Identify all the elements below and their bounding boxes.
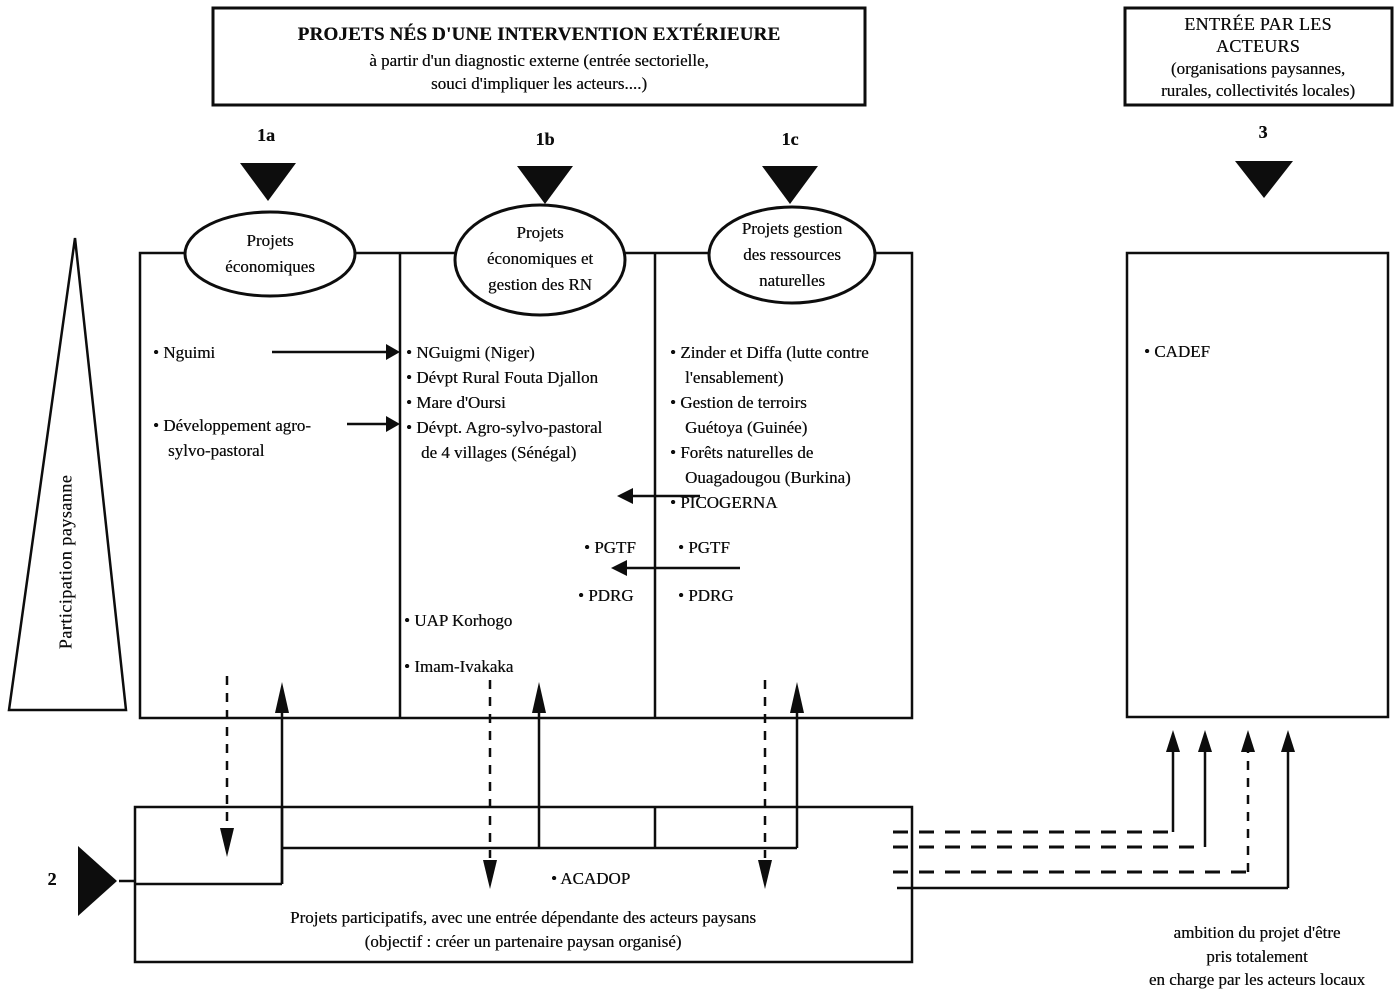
list-item: Développement agro-sylvo-pastoral: [153, 413, 325, 463]
ellipse-2-label: Projets économiques et gestion des RN: [487, 220, 593, 298]
bottom-box-line1: Projets participatifs, avec une entrée d…: [290, 908, 756, 927]
triangle-right-2-icon: [78, 846, 117, 916]
ellipse-projets-economiques: [183, 210, 357, 298]
marker-1b: 1b: [535, 129, 555, 149]
marker-2: 2: [47, 869, 57, 889]
list-item: NGuigmi (Niger): [406, 340, 622, 365]
col2-item-uap: UAP Korhogo: [404, 608, 512, 633]
list-item: PICOGERNA: [670, 490, 910, 515]
connector-2-head: [1198, 730, 1212, 752]
intervention-subtitle-2: souci d'impliquer les acteurs....): [431, 74, 647, 93]
participation-triangle: [7, 237, 128, 712]
connector-4-head: [1281, 730, 1295, 752]
actors-box-line2: ACTEURS: [1215, 36, 1301, 56]
actors-box-line4: rurales, collectivités locales): [1161, 81, 1355, 100]
triangle-down-3-icon: [1235, 161, 1293, 198]
connector-1-head: [1166, 730, 1180, 752]
ellipse-2-line2: économiques et: [486, 249, 594, 268]
marker-3: 3: [1258, 122, 1268, 142]
solid-up-col3-head: [790, 682, 804, 713]
triangle-down-1c-icon: [762, 166, 818, 204]
caption-line3: en charge par les acteurs locaux: [1148, 970, 1366, 989]
col3-item-pdrg: PDRG: [678, 583, 733, 608]
col1-item-nguimi: Nguimi: [153, 340, 215, 365]
intervention-title: PROJETS NÉS D'UNE INTERVENTION EXTÉRIEUR…: [297, 24, 781, 45]
ellipse-1-line1: Projets: [246, 231, 294, 250]
col2-item-pdrg: PDRG: [578, 583, 633, 608]
marker-1a: 1a: [257, 125, 275, 145]
ellipse-2-line3: gestion des RN: [488, 275, 592, 294]
dashed-down-col1-head: [220, 828, 234, 857]
list-item: Dévpt. Agro-sylvo-pastoral de 4 villages…: [406, 415, 622, 465]
ellipse-3-line2: des ressources: [743, 245, 841, 264]
triangle-down-1a-icon: [240, 163, 296, 201]
actors-box-line3: (organisations paysannes,: [1170, 59, 1346, 78]
arrow-nguimi-head: [386, 344, 400, 360]
dashed-down-col3-head: [758, 860, 772, 889]
solid-up-col1-head: [275, 682, 289, 713]
triangle-down-1b-icon: [517, 166, 573, 204]
actors-column-border: [1125, 251, 1390, 719]
intervention-subtitle-1: à partir d'un diagnostic externe (entrée…: [369, 51, 709, 70]
bottom-box-line2: (objectif : créer un partenaire paysan o…: [364, 932, 682, 951]
list-item: Gestion de terroirs Guétoya (Guinée): [670, 390, 863, 440]
ellipse-projets-economiques-rn: [453, 203, 627, 317]
col3-item-pgtf: PGTF: [678, 535, 730, 560]
connector-3-head: [1241, 730, 1255, 752]
col2-top-list: NGuigmi (Niger) Dévpt Rural Fouta Djallo…: [406, 340, 622, 465]
col1-item-dev-agro: Développement agro-sylvo-pastoral: [153, 413, 325, 463]
actors-box-line1: ENTRÉE PAR LES: [1184, 14, 1332, 34]
ellipse-3-line1: Projets gestion: [741, 219, 843, 238]
list-item: Dévpt Rural Fouta Djallon: [406, 365, 622, 390]
ellipse-3-label: Projets gestion des ressources naturelle…: [742, 216, 843, 294]
col3-top-list: Zinder et Diffa (lutte contre l'ensablem…: [670, 340, 910, 515]
caption-line2: pris totalement: [1206, 947, 1308, 966]
col2-item-pgtf: PGTF: [584, 535, 636, 560]
arrow-picogerna-head: [617, 488, 633, 504]
bottom-box-item-acadop: ACADOP: [551, 866, 630, 891]
col2-item-imam: Imam-Ivakaka: [404, 654, 513, 679]
actors-box-border: [1123, 6, 1394, 107]
actors-col-item-cadef: CADEF: [1144, 339, 1210, 364]
list-item: Zinder et Diffa (lutte contre l'ensablem…: [670, 340, 910, 390]
ellipse-1-line2: économiques: [225, 257, 315, 276]
intervention-box-border: [211, 6, 867, 107]
list-item: Forêts naturelles de Ouagadougou (Burkin…: [670, 440, 885, 490]
arrow-pgtf-pdrg-head: [611, 560, 627, 576]
ellipse-2-line1: Projets: [516, 223, 564, 242]
ellipse-1-label: Projets économiques: [225, 228, 315, 280]
solid-up-col2-head: [532, 682, 546, 713]
marker-1c: 1c: [781, 129, 799, 149]
ellipse-3-line3: naturelles: [758, 271, 826, 290]
arrow-devagro-head: [386, 416, 400, 432]
dashed-down-col2-head: [483, 860, 497, 889]
ellipse-projets-gestion-rn: [707, 205, 877, 305]
participation-axis-label: Participation paysanne: [55, 474, 76, 650]
list-item: Mare d'Oursi: [406, 390, 622, 415]
caption-line1: ambition du projet d'être: [1173, 923, 1341, 942]
